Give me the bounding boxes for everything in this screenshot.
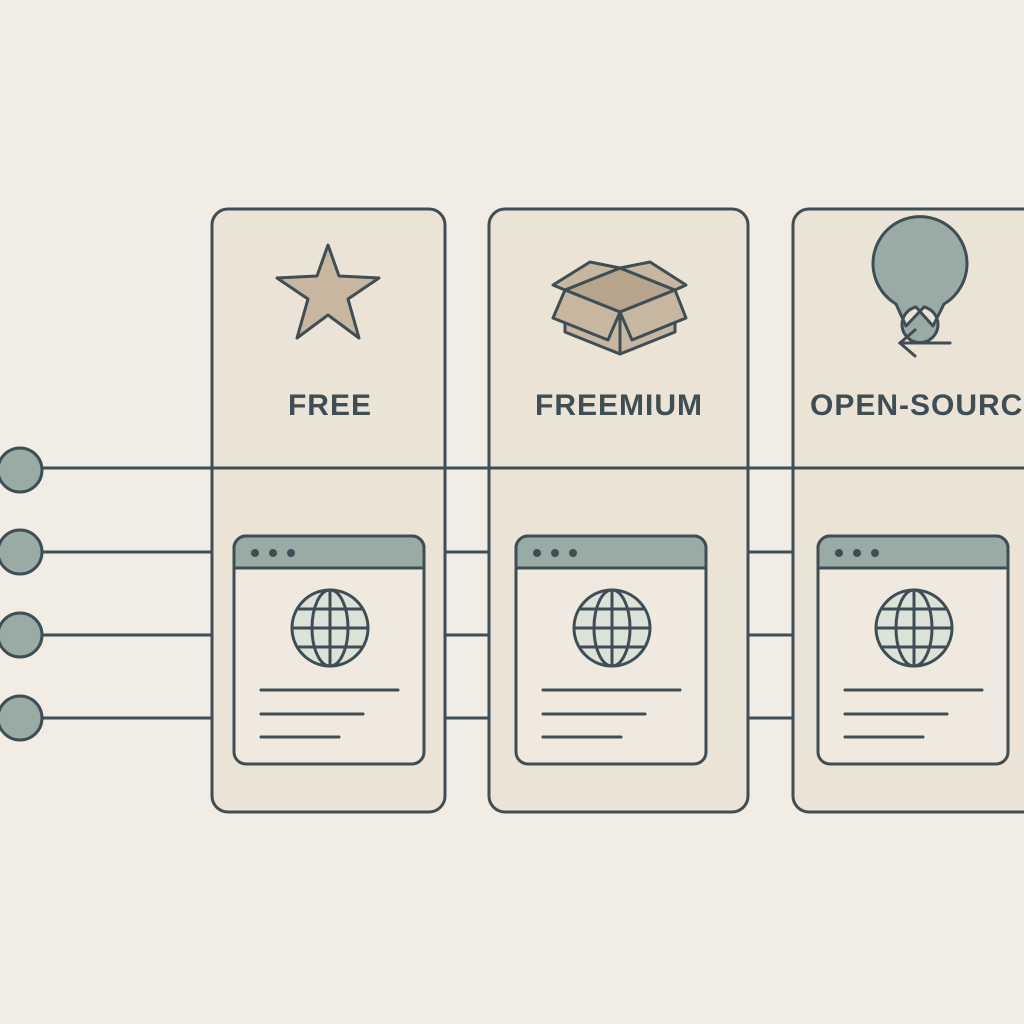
browser-window-icon bbox=[232, 534, 426, 766]
card-label-open-source: OPEN-SOURCE bbox=[810, 389, 1024, 422]
card-open-source: OPEN-SOURCE bbox=[791, 207, 1024, 814]
browser-window-icon bbox=[816, 534, 1010, 766]
browser-window-icon bbox=[514, 534, 708, 766]
arrow-left-icon bbox=[897, 328, 952, 358]
star-icon bbox=[275, 243, 381, 340]
row-node-3 bbox=[0, 611, 44, 659]
open-box-icon bbox=[551, 260, 688, 356]
card-label-freemium: FREEMIUM bbox=[535, 389, 703, 422]
card-label-free: FREE bbox=[288, 389, 372, 422]
open-source-icon bbox=[871, 215, 969, 358]
card-freemium: FREEMIUM bbox=[487, 207, 750, 814]
row-node-1 bbox=[0, 446, 44, 494]
row-node-4 bbox=[0, 694, 44, 742]
card-free: FREE bbox=[210, 207, 447, 814]
row-node-2 bbox=[0, 528, 44, 576]
